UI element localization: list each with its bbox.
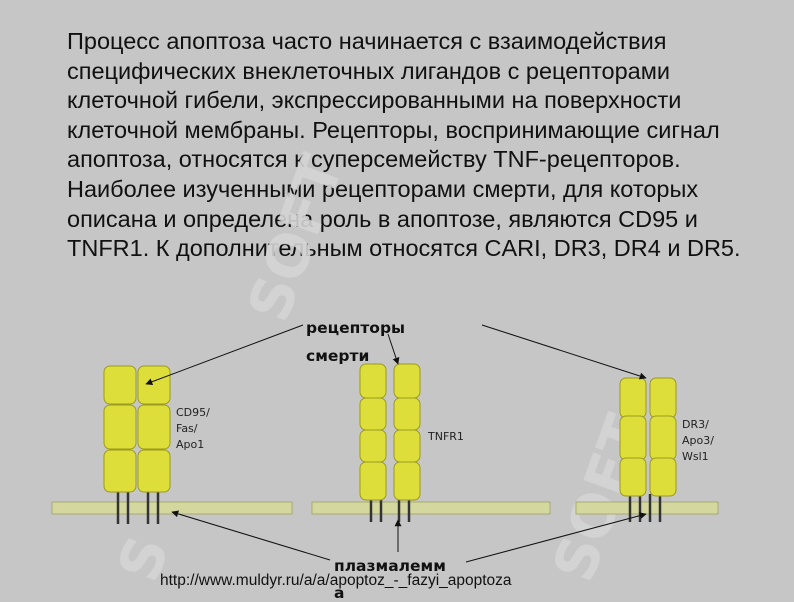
receptors-label-line1: рецепторы — [306, 319, 406, 337]
pointer-arrows — [145, 324, 647, 563]
source-url[interactable]: http://www.muldyr.ru/a/a/apoptoz_-_fazyi… — [160, 572, 512, 589]
receptors-label-line2: смерти — [306, 347, 370, 365]
receptor-cd95-label-3: Apo1 — [176, 438, 204, 451]
receptor-dr3-label-3: Wsl1 — [682, 450, 709, 463]
membrane-right — [575, 501, 719, 515]
receptor-tnfr1 — [359, 363, 421, 501]
membrane-middle — [311, 501, 551, 515]
receptor-cd95-label-1: CD95/ — [176, 406, 210, 419]
receptor-dr3 — [619, 377, 677, 497]
membrane-label-line1: плазмалемм — [334, 557, 446, 575]
description-paragraph: Процесс апоптоза часто начинается с взаи… — [67, 28, 741, 262]
receptor-dr3-label-1: DR3/ — [682, 418, 709, 431]
receptor-dr3-label-2: Apo3/ — [682, 434, 714, 447]
receptor-cd95-label-2: Fas/ — [176, 422, 198, 435]
receptor-tnfr1-label: TNFR1 — [427, 430, 464, 443]
membrane-label-line2: а — [334, 584, 345, 602]
svg-text:SOFT: SOFT — [234, 146, 356, 330]
receptor-cd95 — [103, 365, 171, 493]
